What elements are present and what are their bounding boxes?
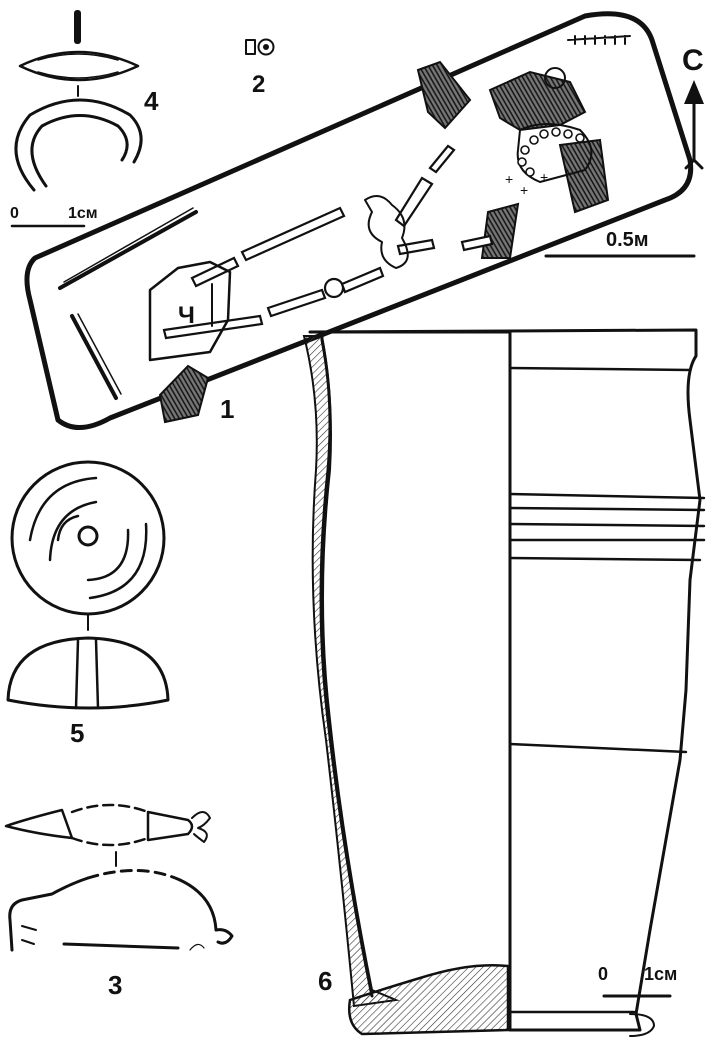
figure-3-fibula: 3 <box>4 803 234 1000</box>
wood-plank-left-2-edge <box>77 313 122 395</box>
figure-label-2: 2 <box>252 71 265 98</box>
scale-vessel-start: 0 <box>598 964 608 984</box>
wood-plank-left-2 <box>70 314 118 400</box>
pot-marker-label: Ч <box>178 302 195 329</box>
bone-femur-right <box>266 288 327 318</box>
north-arrow-shaft <box>684 98 704 170</box>
pot-outline <box>148 260 232 362</box>
bone-upper-arm <box>394 176 434 228</box>
bone-joint <box>323 277 345 299</box>
wood-plank-left-1 <box>58 210 198 290</box>
grave-outline <box>24 11 694 430</box>
whorl-side-view <box>6 636 170 710</box>
figure-4-ring: 4 <box>14 10 159 192</box>
scale-plan: 0.5м <box>544 229 696 258</box>
figure-label-1: 1 <box>220 394 234 424</box>
vessel-foot-profile <box>629 1013 655 1037</box>
pelvis-outline <box>364 195 409 269</box>
whorl-hole <box>77 525 99 547</box>
ring-top-detail <box>37 53 119 79</box>
scale-small-left-start: 0 <box>10 205 19 222</box>
fibula-top-missing <box>70 803 150 847</box>
figure-5-whorl: 5 <box>6 460 170 748</box>
north-arrow: С <box>682 44 704 170</box>
wood-plank-left-1-edge <box>63 207 194 283</box>
wood-fragment-bottom <box>158 364 210 424</box>
fibula-side-right <box>178 878 234 945</box>
whorl-side-hole <box>74 638 100 710</box>
scale-plan-label: 0.5м <box>606 229 649 251</box>
whorl-rings <box>28 476 148 600</box>
bone-tibia-left <box>190 256 240 288</box>
fibula-pin-mark <box>189 943 205 951</box>
fibula-side-missing <box>86 869 182 882</box>
scale-vessel-end: 1см <box>644 964 677 984</box>
burial-plan: + + + Ч 1 <box>24 11 694 430</box>
wood-fragment-head <box>488 70 587 132</box>
cross-mark-3: + <box>540 169 548 185</box>
figure-label-6: 6 <box>318 966 332 996</box>
ring-section-bar <box>74 10 81 44</box>
whorl-top-outer <box>10 460 166 616</box>
north-arrow-label: С <box>682 44 704 77</box>
north-arrow-head <box>684 80 704 104</box>
figure-6-vessel: 6 <box>302 328 706 1037</box>
fibula-spring <box>191 811 211 843</box>
vessel-shoulder-line <box>508 556 702 562</box>
bone-forearm-2 <box>460 234 494 252</box>
vessel-body-right <box>308 328 702 1032</box>
item2-side <box>245 39 256 55</box>
vessel-base-section <box>348 963 510 1036</box>
vessel-belly-line <box>508 742 688 754</box>
fibula-top-right <box>146 810 194 842</box>
item2-top-outer <box>257 38 275 56</box>
ring-top-view <box>18 50 140 82</box>
cross-mark-2: + <box>520 182 528 198</box>
bone-upper-arm-2 <box>428 144 456 174</box>
cross-mark-1: + <box>505 171 513 187</box>
figure-label-3: 3 <box>108 970 122 1000</box>
scale-small-left-end: 1см <box>68 205 98 222</box>
fibula-top-left <box>4 808 74 840</box>
vessel-wall-section <box>302 335 400 1008</box>
item2-top-inner <box>263 44 269 50</box>
bone-femur-left <box>240 206 346 262</box>
ring-side-view <box>14 98 143 192</box>
scale-small-left: 0 1см <box>10 205 98 228</box>
wood-fragment-right <box>558 138 610 214</box>
wood-fragment-mid <box>480 202 520 259</box>
figure-2: 2 <box>245 38 275 98</box>
vessel-shoulder-bands <box>508 492 706 542</box>
fibula-pin <box>62 942 180 950</box>
vessel-rim-line <box>508 366 692 372</box>
fibula-catch <box>21 925 37 945</box>
bone-femur-right-2 <box>340 266 385 294</box>
fibula-side-left <box>8 876 90 952</box>
vessel-inner-profile <box>319 334 374 998</box>
figure-label-5: 5 <box>70 718 84 748</box>
grave-corner-ticks <box>567 35 631 45</box>
scale-vessel: 0 1см <box>598 964 677 998</box>
wood-fragment-top <box>416 60 472 130</box>
figure-label-4: 4 <box>144 86 159 116</box>
ring-on-skull <box>544 67 566 89</box>
bead-string <box>517 127 585 177</box>
